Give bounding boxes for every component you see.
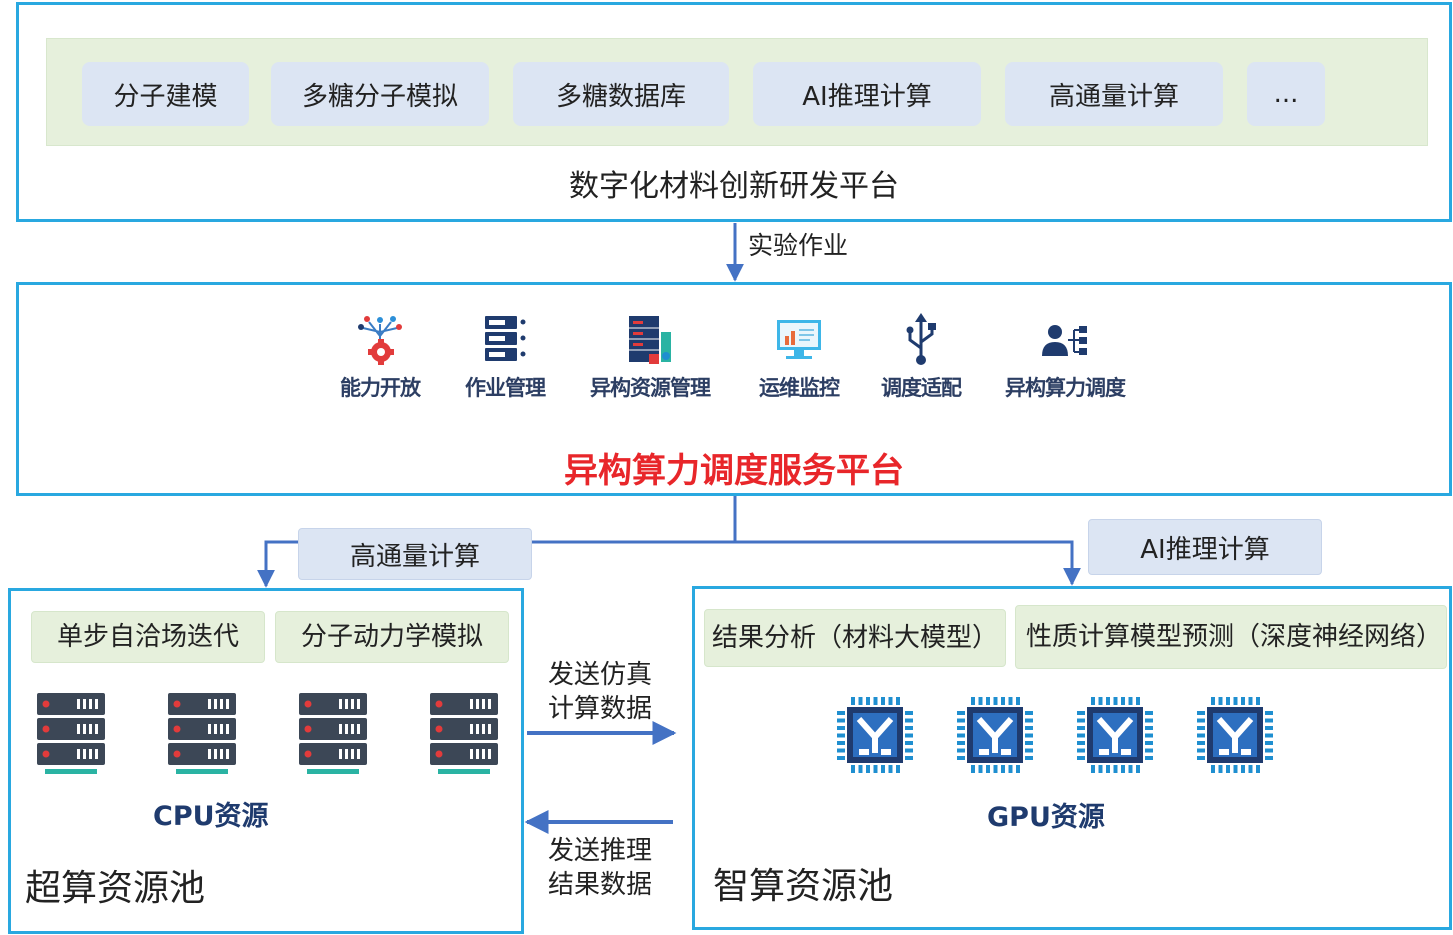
server-stack-icon [485,316,526,361]
service-label: 异构算力调度 [1005,376,1126,400]
scheduling-platform-box: 能力开放 作业管理 异构资源管理 [16,282,1452,496]
network-gear-icon [358,316,402,365]
gpu-chip-icon [1197,697,1273,773]
intelligent-computing-pool-title: 智算资源池 [713,866,894,907]
server-icon [299,693,367,774]
service-label: 调度适配 [881,376,962,400]
branch-label-high-throughput: 高通量计算 [298,528,532,580]
service-capability-open: 能力开放 [305,312,455,402]
user-hierarchy-icon [1042,325,1087,356]
task-pill: 结果分析（材料大模型） [704,609,1006,667]
scheduling-platform-title: 异构算力调度服务平台 [564,451,904,491]
module-pill: 多糖数据库 [513,62,729,126]
branch-connector-right [735,540,1081,586]
top-platform-title: 数字化材料创新研发平台 [569,169,899,204]
flow-label-to-supercomputing: 发送推理结果数据 [547,836,652,900]
server-icon [37,693,105,774]
task-pill: 性质计算模型预测（深度神经网络） [1015,605,1447,669]
service-heterogeneous-resource-mgmt: 异构资源管理 [575,312,725,402]
cpu-resource-label: CPU资源 [153,801,269,832]
task-pill: 单步自洽场迭代 [31,611,265,663]
service-label: 异构资源管理 [590,376,711,400]
gpu-chip-icon [837,697,913,773]
arrow-label-experiment: 实验作业 [748,231,849,260]
gpu-chip-icon [1077,697,1153,773]
flow-label-to-intelligent: 发送仿真计算数据 [547,660,652,724]
module-strip: 分子建模 多糖分子模拟 多糖数据库 AI推理计算 高通量计算 ... [46,38,1428,146]
server-rack-icon [629,316,671,364]
module-pill-more: ... [1247,62,1325,126]
service-scheduling-adapter: 调度适配 [846,312,996,402]
usb-icon [906,313,936,365]
gpu-chip-icon [957,697,1033,773]
module-pill: 分子建模 [82,62,249,126]
service-label: 能力开放 [340,376,421,400]
supercomputing-pool-title: 超算资源池 [25,868,206,909]
service-ops-monitoring: 运维监控 [724,312,874,402]
gpu-resource-label: GPU资源 [987,802,1105,833]
supercomputing-pool-box: 单步自洽场迭代 分子动力学模拟 CPU资源 超算资源池 [8,588,524,934]
monitor-chart-icon [777,320,821,359]
service-label: 运维监控 [759,376,840,400]
branch-label-ai-inference: AI推理计算 [1088,519,1322,575]
gpu-chip-row [835,695,1295,779]
module-pill: 高通量计算 [1005,62,1223,126]
task-pill: 分子动力学模拟 [275,611,509,663]
module-pill: AI推理计算 [753,62,981,126]
service-label: 作业管理 [465,376,546,400]
service-job-management: 作业管理 [430,312,580,402]
intelligent-computing-pool-box: 结果分析（材料大模型） 性质计算模型预测（深度神经网络） GPU资源 智算资源池 [692,586,1452,930]
server-icon [430,693,498,774]
cpu-server-row [35,691,515,777]
service-heterogeneous-compute-scheduling: 异构算力调度 [990,312,1140,402]
server-icon [168,693,236,774]
top-platform-box: 分子建模 多糖分子模拟 多糖数据库 AI推理计算 高通量计算 ... 数字化材料… [16,2,1452,222]
module-pill: 多糖分子模拟 [271,62,489,126]
